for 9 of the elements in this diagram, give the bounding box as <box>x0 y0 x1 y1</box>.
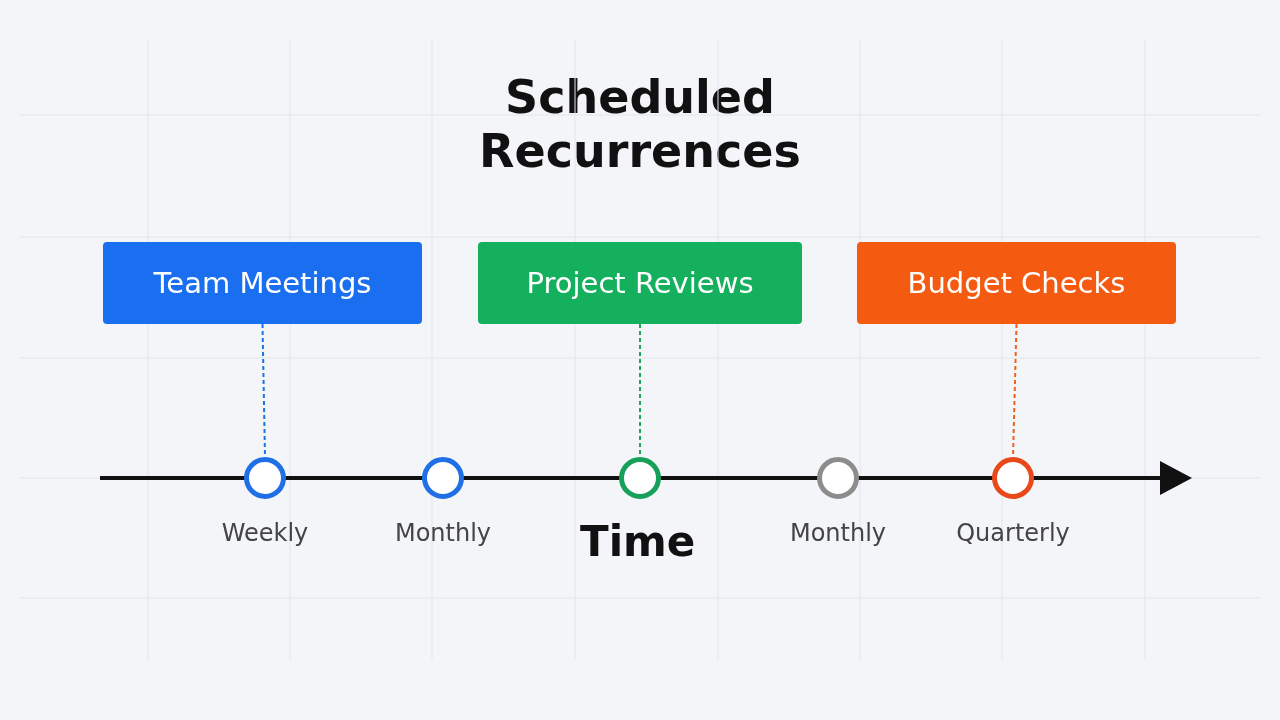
event-box: Budget Checks <box>857 242 1176 324</box>
event-box: Team Meetings <box>103 242 422 324</box>
frequency-label: Quarterly <box>956 519 1070 547</box>
frequency-label: Monthly <box>394 519 492 547</box>
axis-label: Time <box>580 517 696 566</box>
frequency-label: Monthly <box>789 519 887 547</box>
frequency-label: Weekly <box>221 519 309 547</box>
title: Scheduled Recurrences <box>478 70 802 178</box>
event-box: Project Reviews <box>478 242 802 324</box>
